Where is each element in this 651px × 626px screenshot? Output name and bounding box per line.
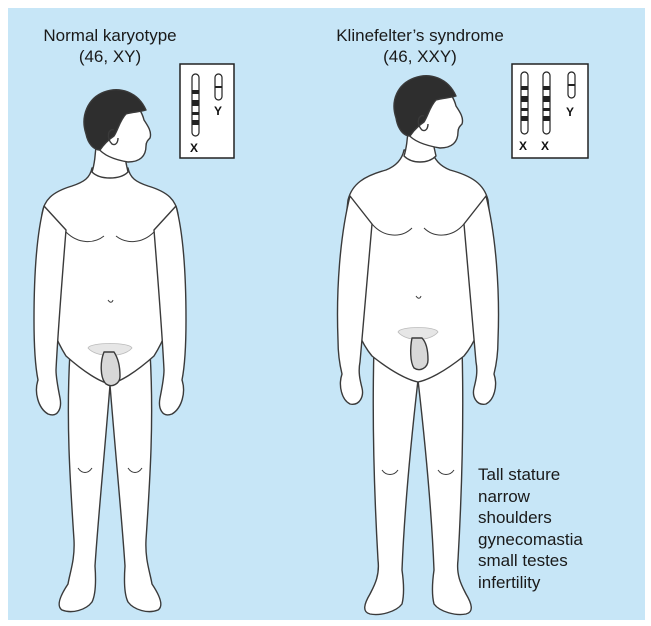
feature-shoulders: shoulders [478, 507, 583, 529]
klinefelter-x2-label: X [541, 139, 549, 153]
feature-tall-stature: Tall stature [478, 464, 583, 486]
feature-small-testes: small testes [478, 550, 583, 572]
klinefelter-y-chromosome [568, 72, 575, 98]
klinefelter-figure [338, 76, 499, 615]
normal-y-label: Y [214, 104, 222, 118]
klinefelter-x1-chromosome [521, 72, 528, 134]
normal-male-figure [34, 90, 186, 612]
klinefelter-right-leg [418, 346, 471, 615]
normal-left-leg [59, 352, 110, 612]
klinefelter-y-label: Y [566, 105, 574, 119]
normal-karyotype-box: X Y [180, 64, 234, 158]
klinefelter-features-list: Tall stature narrow shoulders gynecomast… [478, 464, 583, 593]
normal-x-label: X [190, 141, 198, 155]
normal-genitals [101, 352, 120, 386]
klinefelter-left-leg [365, 346, 418, 615]
normal-y-chromosome [215, 74, 222, 100]
normal-right-leg [110, 352, 161, 612]
klinefelter-x2-chromosome [543, 72, 550, 134]
feature-infertility: infertility [478, 572, 583, 594]
klinefelter-x1-label: X [519, 139, 527, 153]
klinefelter-genitals [411, 338, 428, 370]
klinefelter-karyotype-box: X X Y [512, 64, 588, 158]
feature-gynecomastia: gynecomastia [478, 529, 583, 551]
normal-x-chromosome [192, 74, 199, 136]
feature-narrow: narrow [478, 486, 583, 508]
